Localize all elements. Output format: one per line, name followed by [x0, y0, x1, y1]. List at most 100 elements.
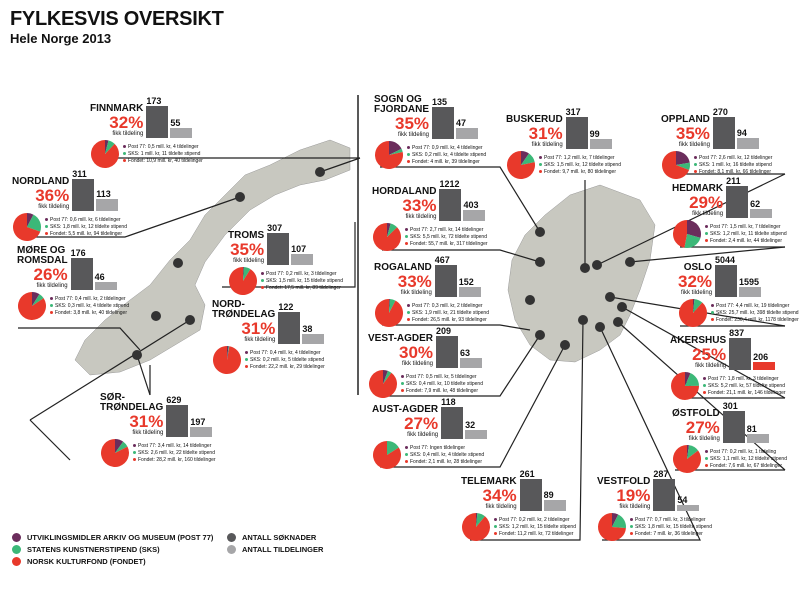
region-name: VEST-AGDER [368, 333, 434, 344]
grants-bar [677, 504, 700, 511]
page-subtitle: Hele Norge 2013 [10, 31, 112, 46]
fondet-bullet [50, 310, 53, 314]
page-title: FYLKESVIS OVERSIKT [10, 8, 224, 30]
fondet-line: Fondet: 2,1 mill. kr, 28 tildelinger [405, 459, 484, 466]
applications-bar [278, 312, 301, 344]
grants-value: 47 [456, 117, 467, 128]
breakdown-list: Post 77: 1,5 mill. kr, 7 tildelinger SKS… [705, 224, 787, 245]
post77-bullet [711, 303, 714, 307]
legend-label: UTVIKLINGSMIDLER ARKIV OG MUSEUM (POST 7… [27, 533, 214, 542]
grant-percentage: 36% [35, 186, 70, 205]
pie-slice-sks [387, 223, 398, 237]
pie-chart [17, 292, 46, 320]
fondet-text: Fondet: 2,4 mill. kr, 44 tildelinger [710, 237, 782, 244]
region-dot-nordland[interactable] [235, 192, 245, 202]
breakdown-list: Post 77: 2,7 mill. kr, 14 tildelinger SK… [405, 227, 488, 248]
grants-bar [190, 426, 213, 437]
post77-line: Post 77: 0,5 mill. kr, 4 tildelinger [123, 144, 203, 151]
breakdown-list: Post 77: 0,3 mill. kr, 2 tildelinger SKS… [407, 303, 489, 324]
bar-chart: 467 152 [434, 256, 481, 297]
sks-text: SKS: 1 mill. kr, 16 tildelte stipend [699, 161, 772, 168]
legend-label: STATENS KUNSTNERSTIPEND (SKS) [27, 545, 160, 554]
pie-slice-post77 [389, 141, 402, 155]
sks-bullet [539, 162, 542, 166]
region-name: HORDALAND [372, 186, 437, 197]
region-name: OSLO [683, 262, 713, 273]
applications-bar [432, 107, 455, 139]
pie-slice-fondet [213, 346, 241, 374]
grants-bar [739, 286, 762, 297]
region-dot-telemark[interactable] [578, 315, 588, 325]
post77-text: Post 77: Ingen tildelinger [410, 444, 466, 451]
grant-percentage: 32% [678, 272, 713, 291]
post77-bullet [407, 145, 410, 149]
pie-slice-fondet [373, 441, 401, 469]
post77-line: Post 77: 0,2 mill. kr, 1 tildeling [705, 449, 787, 456]
sks-bullet [705, 231, 708, 235]
fondet-text: Fondet: 10,9 mill. kr, 40 tildelinger [128, 157, 203, 164]
sks-bullet [494, 524, 497, 528]
post77-line: Post 77: 2,7 mill. kr, 14 tildelinger [405, 227, 488, 234]
sks-line: SKS: 1,9 mill. kr, 21 tildelte stipend [407, 310, 489, 317]
bar-chart: 5044 1595 [715, 256, 762, 297]
region-dot-buskerud[interactable] [580, 263, 590, 273]
region-name: AUST-AGDER [372, 404, 439, 415]
pie-slice-fondet [91, 140, 119, 168]
region-dot-rogaland[interactable] [525, 295, 535, 305]
region-vestagder: VEST-AGDER 30% fikk tildeling 209 63 Pos… [368, 327, 483, 399]
breakdown-list: Post 77: 2,6 mill. kr, 12 tildelinger SK… [694, 155, 772, 176]
post77-text: Post 77: 0,5 mill. kr, 4 tildelinger [128, 143, 199, 150]
region-dot-more[interactable] [151, 311, 161, 321]
region-dot-finnmark[interactable] [315, 167, 325, 177]
post77-bullet [133, 443, 136, 447]
region-dot-austagder[interactable] [560, 340, 570, 350]
applications-bar [72, 179, 95, 211]
region-dot-sogn[interactable] [535, 227, 545, 237]
region-dot-hedmark[interactable] [625, 257, 635, 267]
fikk-tildeling-label: fikk tildeling [112, 131, 144, 137]
grants-swatch [227, 545, 236, 554]
region-dot-akershus[interactable] [617, 302, 627, 312]
bar-chart: 307 107 [267, 224, 314, 265]
pie-chart [213, 346, 241, 374]
grants-bar [291, 253, 314, 265]
sks-bullet [705, 456, 708, 460]
breakdown-list: Post 77: 0,4 mill. kr, 4 tildelinger SKS… [245, 350, 325, 371]
applications-bar [715, 265, 738, 297]
applications-value: 287 [653, 469, 669, 479]
breakdown-list: Post 77: 0,5 mill. kr, 4 tildelinger SKS… [123, 144, 203, 165]
region-ostfold: ØSTFOLD 27% fikk tildeling 301 81 Post 7… [672, 402, 787, 474]
sks-text: SKS: 1,2 mill. kr, 15 tildelte stipend [499, 523, 576, 530]
fondet-text: Fondet: 3,8 mill. kr, 40 tildelinger [55, 309, 127, 316]
region-dot-vestagder[interactable] [535, 330, 545, 340]
applications-bar [166, 405, 189, 437]
grants-bar [458, 286, 481, 297]
sks-line: SKS: 1,8 mill. kr, 15 tildelte stipend [630, 524, 712, 531]
region-name: MØRE OG ROMSDAL [17, 245, 68, 266]
fondet-text: Fondet: 26,5 mill. kr, 93 tildelinger [412, 316, 487, 323]
connector-line [470, 319, 584, 541]
region-dot-troms[interactable] [173, 258, 183, 268]
region-dot-hordaland[interactable] [535, 257, 545, 267]
region-troms: TROMS 35% fikk tildeling 307 107 Post 77… [228, 224, 343, 296]
connector-line [18, 327, 141, 351]
pie-slice-fondet [671, 372, 699, 400]
post77-bullet [405, 227, 408, 231]
bar-chart: 135 47 [432, 97, 479, 139]
region-dot-oppland[interactable] [592, 260, 602, 270]
sks-line: SKS: 0,3 mill. kr, 4 tildelte stipend [50, 303, 129, 310]
breakdown-list: Post 77: 0,2 mill. kr, 2 tildelinger SKS… [494, 517, 576, 538]
connector-line [136, 354, 151, 396]
region-dot-oslo[interactable] [605, 292, 615, 302]
region-dot-vestfold[interactable] [595, 322, 605, 332]
region-dot-ostfold[interactable] [613, 317, 623, 327]
fondet-bullet [703, 390, 706, 394]
breakdown-list: Post 77: 4,4 mill. kr, 19 tildelinger SK… [711, 303, 799, 324]
applications-value: 135 [432, 97, 448, 107]
bar-chart: 211 62 [726, 177, 773, 218]
fikk-tildeling-label: fikk tildeling [132, 430, 164, 436]
pie-slice-post77 [227, 346, 229, 360]
pie-chart [373, 441, 401, 469]
region-dot-sortrondelag[interactable] [132, 350, 142, 360]
region-dot-nordtrondelag[interactable] [185, 315, 195, 325]
